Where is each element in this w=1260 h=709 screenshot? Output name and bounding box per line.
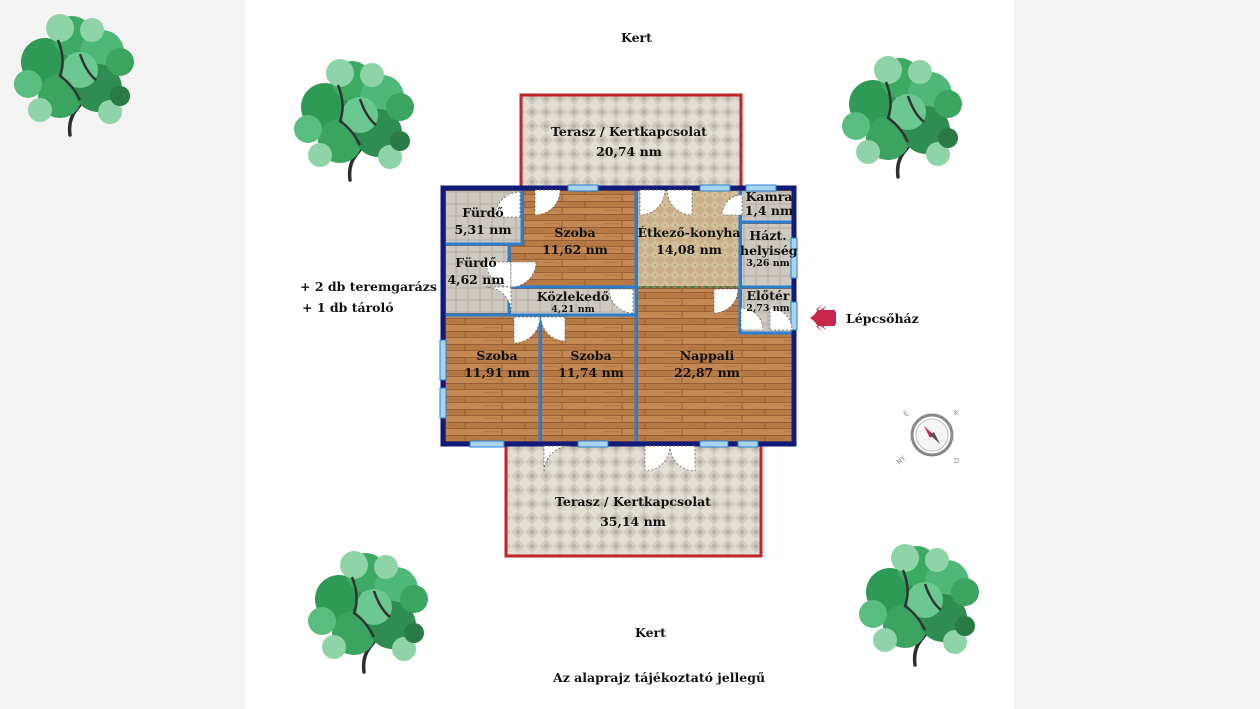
bathroom-2-label: Fürdő 4,62 nm [446,254,506,288]
utility-area: 3,26 nm [746,258,790,269]
terrace-top-name: Terasz / Kertkapcsolat [551,124,707,139]
compass-w: NY [895,454,908,467]
terrace-bottom-label: Terasz / Kertkapcsolat 35,14 nm [550,492,716,532]
living-name: Nappali [679,348,735,363]
room-left-label: Szoba 11,91 nm [452,347,542,381]
kitchen-label: Étkező-konyha 14,08 nm [636,224,742,258]
garden-bottom-label: Kert [635,625,666,640]
bathroom-1-name: Fürdő [462,205,504,220]
pantry-floor [742,191,792,221]
hallway-label: Közlekedő 4,21 nm [520,289,626,316]
room-mid-name: Szoba [570,348,612,363]
bathroom-1-label: Fürdő 5,31 nm [450,204,516,238]
compass-s: D [954,457,959,465]
kitchen-name: Étkező-konyha [637,225,741,240]
pantry-name: Kamra [745,189,793,204]
tree-icon [14,14,134,137]
utility-floor [742,224,792,286]
compass-n: É [902,409,911,419]
disclaimer: Az alaprajz tájékoztató jellegű [553,670,766,685]
utility-name-2: helyiség [740,243,798,258]
living-label: Nappali 22,87 nm [660,347,754,381]
room-left-name: Szoba [476,348,518,363]
room-left-area: 11,91 nm [464,365,530,380]
pantry-area: 1,4 nm [744,203,794,218]
doors [485,189,793,473]
kitchen-area: 14,08 nm [656,242,722,257]
entry-label: Előtér 2,73 nm [740,288,796,315]
hallway-area: 4,21 nm [551,304,595,315]
utility-label: Házt. helyiség 3,26 nm [740,228,798,269]
terrace-bottom-area: 35,14 nm [600,514,666,529]
terrace-top [519,93,743,189]
extras-storage: + 1 db tároló [302,300,394,315]
bathroom-1-area: 5,31 nm [454,222,512,237]
extras-garage: + 2 db teremgarázs [300,279,437,294]
room-top-label: Szoba 11,62 nm [535,224,615,258]
entry-area: 2,73 nm [746,303,790,314]
living-area: 22,87 nm [674,365,740,380]
staircase-label: Lépcsőház [846,311,919,326]
living-floor-ext [739,334,792,441]
living-floor [638,289,739,441]
room-mid-label: Szoba 11,74 nm [546,347,636,381]
room-mid-area: 11,74 nm [558,365,624,380]
compass-e: K [954,409,959,417]
utility-name-1: Házt. [749,228,787,243]
bathroom-2-area: 4,62 nm [447,272,505,287]
room-top-name: Szoba [554,225,596,240]
entry-name: Előtér [746,288,790,303]
windows [439,184,798,448]
compass-icon: É K D NY [895,409,959,467]
terrace-top-area: 20,74 nm [596,144,662,159]
hallway-name: Közlekedő [536,289,610,304]
garden-top-label: Kert [621,30,652,45]
terrace-bottom-name: Terasz / Kertkapcsolat [555,494,711,509]
bathroom-2-name: Fürdő [455,255,497,270]
terrace-top-label: Terasz / Kertkapcsolat 20,74 nm [546,122,712,162]
room-top-area: 11,62 nm [542,242,608,257]
staircase-arrow-shape [810,306,836,330]
pantry-label: Kamra 1,4 nm [742,190,796,218]
